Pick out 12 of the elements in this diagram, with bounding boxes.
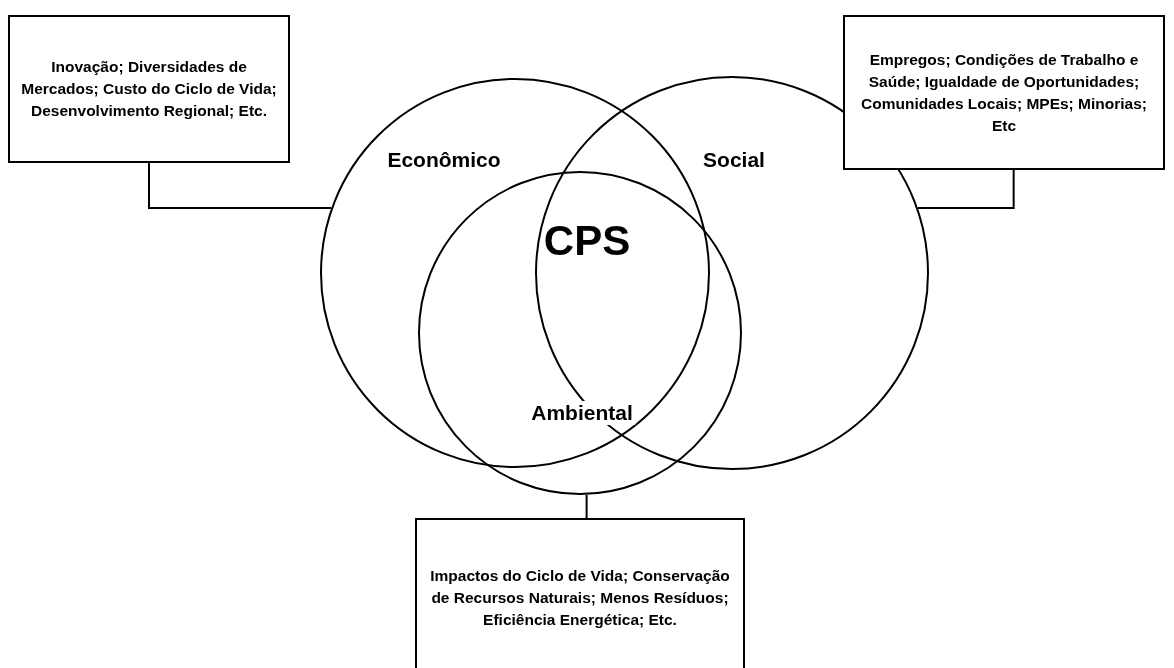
center-label: CPS bbox=[543, 217, 631, 265]
connector-line bbox=[148, 162, 333, 209]
text-box-content: Inovação; Diversidades de Mercados; Custo do Ciclo de Vida; Desenvolvimento Regional; Etc. bbox=[20, 57, 278, 121]
connector-line bbox=[916, 169, 1015, 209]
text-box-content: Empregos; Condições de Trabalho e Saúde; Igualdade de Oportunidades; Comunidades Locais; MPEs; Minorias; Etc bbox=[860, 49, 1148, 136]
text-box bbox=[8, 15, 290, 163]
venn-circle bbox=[418, 171, 742, 495]
connector-line bbox=[585, 493, 588, 519]
text-box bbox=[415, 518, 745, 668]
text-box-content: Impactos do Ciclo de Vida; Conservação de Recursos Naturais; Menos Resíduos; Eficiência Energética; Etc. bbox=[429, 566, 731, 630]
text-box bbox=[843, 15, 1165, 170]
circle-label: Ambiental bbox=[529, 401, 635, 425]
